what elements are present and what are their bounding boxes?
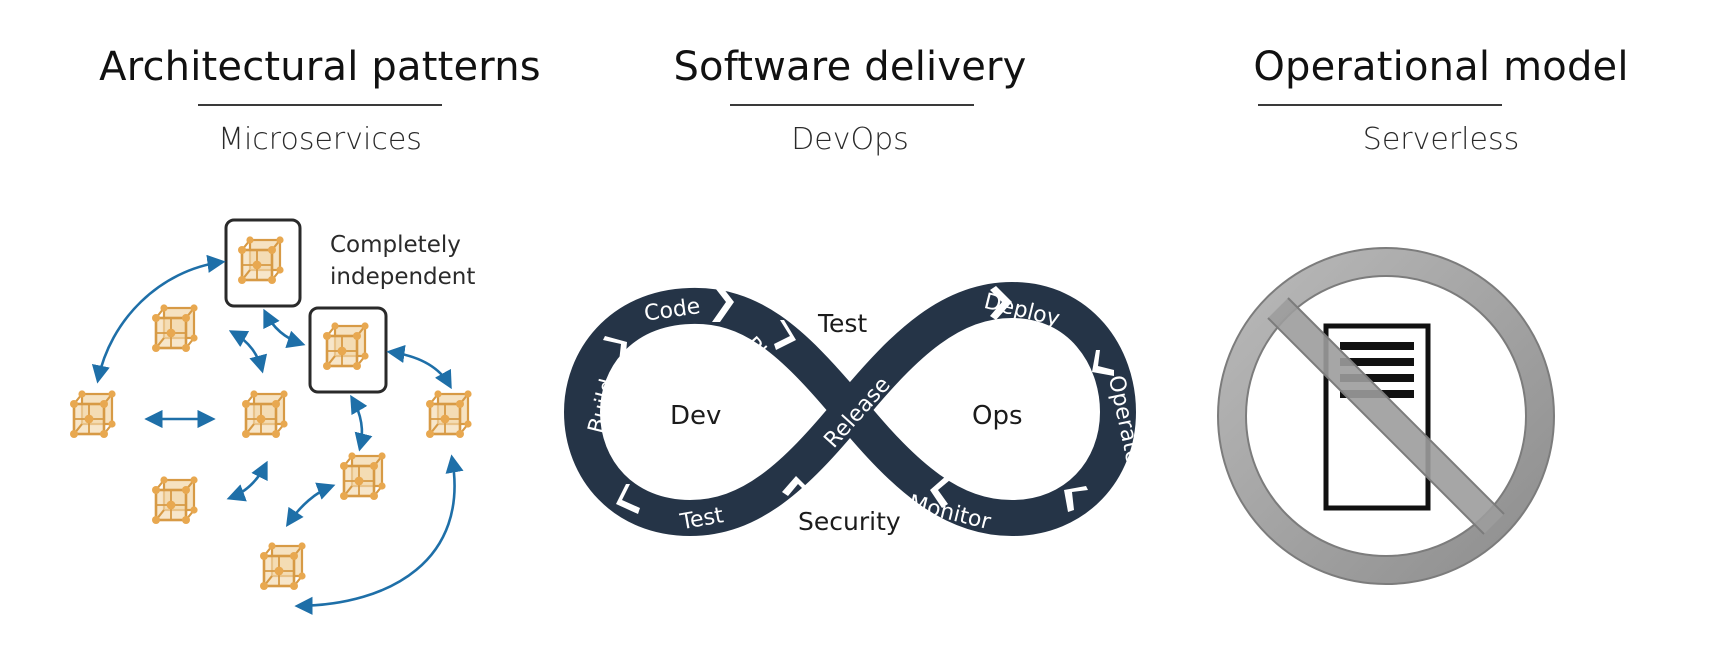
chevron-separator (782, 476, 810, 496)
connection-arrow (91, 254, 226, 384)
microservices-diagram: Completely independent (68, 218, 475, 615)
cube-icon (321, 321, 370, 372)
section-divider (198, 104, 442, 106)
center-label-security: Security (798, 507, 901, 536)
section-title: Operational model (1253, 44, 1629, 90)
section-divider (730, 104, 974, 106)
callout-line-2: independent (330, 264, 475, 290)
loop-label-ops: Ops (972, 401, 1023, 431)
highlight-box (224, 218, 302, 308)
connection-arrow (294, 454, 464, 615)
cube-icon (236, 235, 285, 286)
cube-icon (150, 303, 199, 354)
section-title: Architectural patterns (99, 44, 541, 90)
connection-arrow (285, 482, 336, 528)
chevron-separator (603, 336, 627, 364)
chevron-separator (1092, 350, 1114, 376)
connection-arrow (263, 308, 306, 349)
chevron-separator (930, 476, 950, 508)
section-divider (1258, 104, 1502, 106)
section-operational-model: Operational model Serverless (1160, 0, 1722, 663)
chevron-separator (990, 286, 1012, 320)
cube-icon (150, 475, 199, 526)
cube-icon (424, 389, 473, 440)
chevron-separator (854, 310, 876, 342)
chevron-separator (712, 284, 734, 322)
prohibited-sign-icon (1217, 247, 1555, 585)
serverless-diagram (1217, 247, 1555, 585)
cube-icon (258, 541, 307, 592)
cube-icon (338, 451, 387, 502)
devops-infinity-diagram: Code Build Test Plan Release Deploy Oper… (563, 281, 1140, 537)
chevron-separator (774, 320, 796, 350)
connection-arrow (350, 394, 373, 452)
chevron-separator (1064, 486, 1088, 512)
cube-icon (240, 389, 289, 440)
section-subtitle: Microservices (218, 122, 422, 157)
chevron-separator (616, 484, 640, 514)
section-software-delivery: Software delivery DevOps Code Build Test… (560, 0, 1140, 663)
loop-label-dev: Dev (670, 401, 721, 431)
connection-arrow (226, 460, 268, 502)
section-subtitle: DevOps (791, 122, 909, 157)
section-architectural-patterns: Architectural patterns Microservices (0, 0, 640, 663)
highlight-box (308, 306, 388, 394)
connection-arrow (386, 344, 452, 390)
callout-line-1: Completely (330, 232, 461, 258)
connection-arrow (228, 330, 268, 374)
infinity-loop (563, 281, 1137, 537)
cube-icon (68, 389, 117, 440)
section-title: Software delivery (673, 44, 1027, 90)
center-label-test: Test (817, 309, 867, 338)
section-subtitle: Serverless (1362, 122, 1520, 157)
